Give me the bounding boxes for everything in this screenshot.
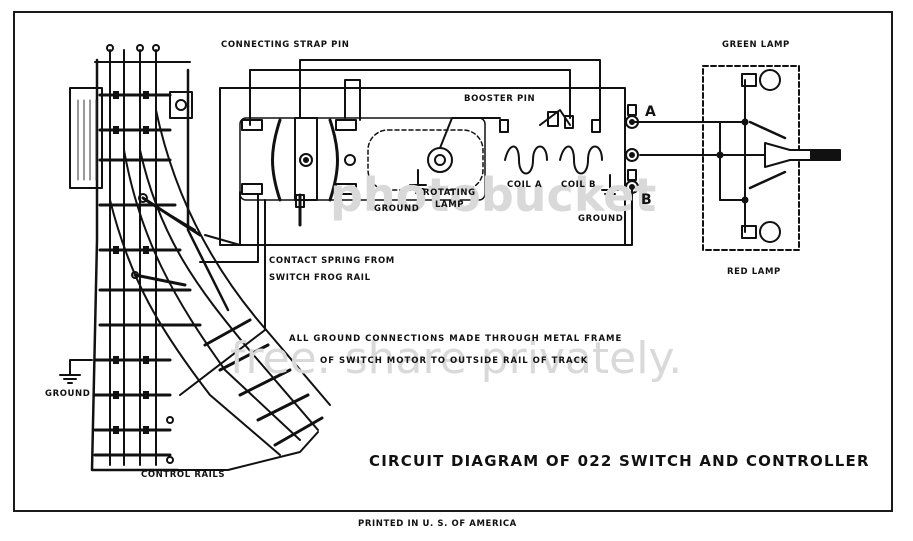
watermark-brand: photobucket [330, 168, 657, 222]
label-ground-motor: GROUND [374, 204, 420, 214]
label-terminal-b: B [641, 192, 652, 208]
note-line-2: OF SWITCH MOTOR TO OUTSIDE RAIL OF TRACK [320, 356, 589, 366]
label-switch-frog-rail: SWITCH FROG RAIL [269, 273, 371, 283]
wiring [59, 59, 771, 396]
controller-terminals [625, 104, 639, 194]
label-coil-b: COIL B [561, 180, 597, 190]
label-booster-pin: BOOSTER PIN [464, 94, 536, 104]
label-control-rails: CONTROL RAILS [141, 470, 226, 480]
label-connecting-strap-pin: CONNECTING STRAP PIN [221, 40, 350, 50]
label-terminal-a: A [645, 104, 656, 120]
label-red-lamp: RED LAMP [727, 267, 781, 277]
switch-motor-housing [69, 87, 103, 189]
controller-box [702, 65, 841, 251]
diagram-title: CIRCUIT DIAGRAM OF 022 SWITCH AND CONTRO… [369, 452, 870, 470]
label-green-lamp: GREEN LAMP [722, 40, 790, 50]
label-ground-track: GROUND [45, 389, 91, 399]
footer-text: PRINTED IN U. S. OF AMERICA [358, 519, 517, 529]
label-rotating: ROTATING [423, 188, 476, 198]
label-coil-a: COIL A [507, 180, 543, 190]
label-lamp: LAMP [435, 200, 465, 210]
note-line-1: ALL GROUND CONNECTIONS MADE THROUGH META… [289, 334, 623, 344]
track-switch [69, 44, 331, 472]
label-ground-controller: GROUND [578, 214, 624, 224]
label-contact-spring: CONTACT SPRING FROM [269, 256, 395, 266]
diagram-frame [13, 11, 893, 512]
watermark-slogan: free. share privately. [230, 333, 683, 384]
